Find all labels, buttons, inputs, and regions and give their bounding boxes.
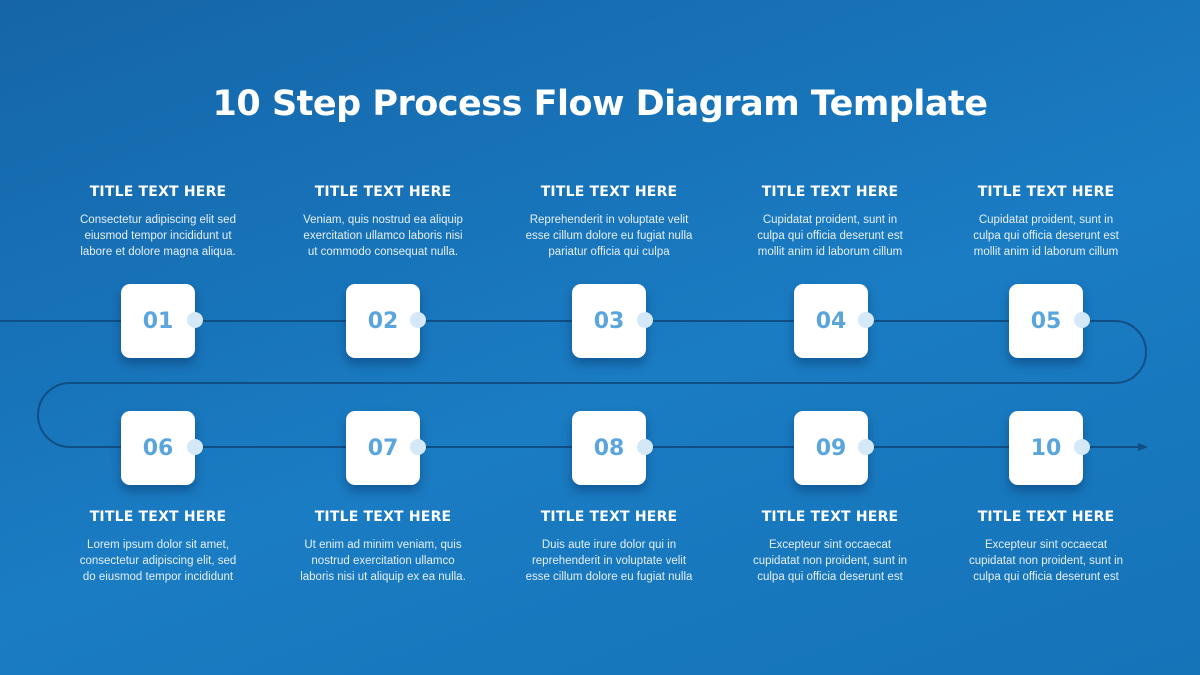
flow-line xyxy=(0,320,1147,448)
step-2-description: Veniam, quis nostrud ea aliquip exercita… xyxy=(273,212,493,260)
desc-line: mollit anim id laborum cillum xyxy=(757,246,903,258)
desc-line: Veniam, quis nostrud ea aliquip xyxy=(303,214,463,226)
step-10-connector-dot xyxy=(1074,439,1090,455)
desc-line: Duis aute irure dolor qui in xyxy=(541,539,677,551)
step-5-connector-dot xyxy=(1074,312,1090,328)
step-6-description: Lorem ipsum dolor sit amet, consectetur … xyxy=(48,537,268,585)
step-9-box: 09 xyxy=(794,411,868,485)
step-6-connector-dot xyxy=(187,439,203,455)
desc-line: cupidatat non proident, sunt in xyxy=(752,555,908,567)
step-10-title: TITLE TEXT HERE xyxy=(977,509,1115,525)
step-7-box: 07 xyxy=(346,411,420,485)
desc-line: ut commodo consequat nulla. xyxy=(307,246,459,258)
step-8-title: TITLE TEXT HERE xyxy=(540,509,678,525)
desc-line: mollit anim id laborum cillum xyxy=(973,246,1119,258)
arrowhead-icon xyxy=(1138,443,1148,451)
step-4-connector-dot xyxy=(858,312,874,328)
step-8-connector-dot xyxy=(637,439,653,455)
step-2-title: TITLE TEXT HERE xyxy=(314,184,452,200)
desc-line: do eiusmod tempor incididunt xyxy=(82,571,234,583)
desc-line: Lorem ipsum dolor sit amet, xyxy=(87,539,229,551)
desc-line: exercitation ullamco laboris nisi xyxy=(303,230,463,242)
step-4-description: Cupidatat proident, sunt in culpa qui of… xyxy=(720,212,940,260)
step-5-description: Cupidatat proident, sunt in culpa qui of… xyxy=(936,212,1156,260)
desc-line: culpa qui officia deserunt est xyxy=(757,230,903,242)
step-10-description: Excepteur sint occaecat cupidatat non pr… xyxy=(936,537,1156,585)
step-1-title: TITLE TEXT HERE xyxy=(89,184,227,200)
step-3-description: Reprehenderit in voluptate velit esse ci… xyxy=(499,212,719,260)
step-6-title: TITLE TEXT HERE xyxy=(89,509,227,525)
step-6-box: 06 xyxy=(121,411,195,485)
desc-line: eiusmod tempor incididunt ut xyxy=(84,230,232,242)
desc-line: Excepteur sint occaecat xyxy=(768,539,892,551)
desc-line: reprehenderit in voluptate velit xyxy=(531,555,687,567)
step-4-title: TITLE TEXT HERE xyxy=(761,184,899,200)
desc-line: laboris nisi ut aliquip ex ea nulla. xyxy=(300,571,466,583)
desc-line: culpa qui officia deserunt est xyxy=(757,571,903,583)
desc-line: culpa qui officia deserunt est xyxy=(973,571,1119,583)
desc-line: esse cillum dolore eu fugiat nulla xyxy=(525,571,693,583)
step-5-box: 05 xyxy=(1009,284,1083,358)
step-2-box: 02 xyxy=(346,284,420,358)
step-10-box: 10 xyxy=(1009,411,1083,485)
step-3-box: 03 xyxy=(572,284,646,358)
step-7-title: TITLE TEXT HERE xyxy=(314,509,452,525)
step-4-box: 04 xyxy=(794,284,868,358)
step-2-connector-dot xyxy=(410,312,426,328)
desc-line: nostrud exercitation ullamco xyxy=(311,555,455,567)
step-7-description: Ut enim ad minim veniam, quis nostrud ex… xyxy=(273,537,493,585)
step-9-title: TITLE TEXT HERE xyxy=(761,509,899,525)
step-5-title: TITLE TEXT HERE xyxy=(977,184,1115,200)
step-3-title: TITLE TEXT HERE xyxy=(540,184,678,200)
desc-line: Excepteur sint occaecat xyxy=(984,539,1108,551)
desc-line: Cupidatat proident, sunt in xyxy=(762,214,898,226)
desc-line: Cupidatat proident, sunt in xyxy=(978,214,1114,226)
desc-line: pariatur officia qui culpa xyxy=(548,246,670,258)
desc-line: consectetur adipiscing elit, sed xyxy=(79,555,237,567)
step-1-box: 01 xyxy=(121,284,195,358)
step-7-connector-dot xyxy=(410,439,426,455)
page-title: 10 Step Process Flow Diagram Template xyxy=(212,84,988,124)
step-8-description: Duis aute irure dolor qui in reprehender… xyxy=(499,537,719,585)
desc-line: cupidatat non proident, sunt in xyxy=(968,555,1124,567)
step-9-description: Excepteur sint occaecat cupidatat non pr… xyxy=(720,537,940,585)
desc-line: labore et dolore magna aliqua. xyxy=(80,246,236,258)
desc-line: Reprehenderit in voluptate velit xyxy=(529,214,689,226)
step-8-box: 08 xyxy=(572,411,646,485)
step-1-connector-dot xyxy=(187,312,203,328)
desc-line: Consectetur adipiscing elit sed xyxy=(80,214,236,226)
step-1-description: Consectetur adipiscing elit sed eiusmod … xyxy=(48,212,268,260)
step-9-connector-dot xyxy=(858,439,874,455)
step-3-connector-dot xyxy=(637,312,653,328)
desc-line: Ut enim ad minim veniam, quis xyxy=(304,539,462,551)
desc-line: culpa qui officia deserunt est xyxy=(973,230,1119,242)
desc-line: esse cillum dolore eu fugiat nulla xyxy=(525,230,693,242)
